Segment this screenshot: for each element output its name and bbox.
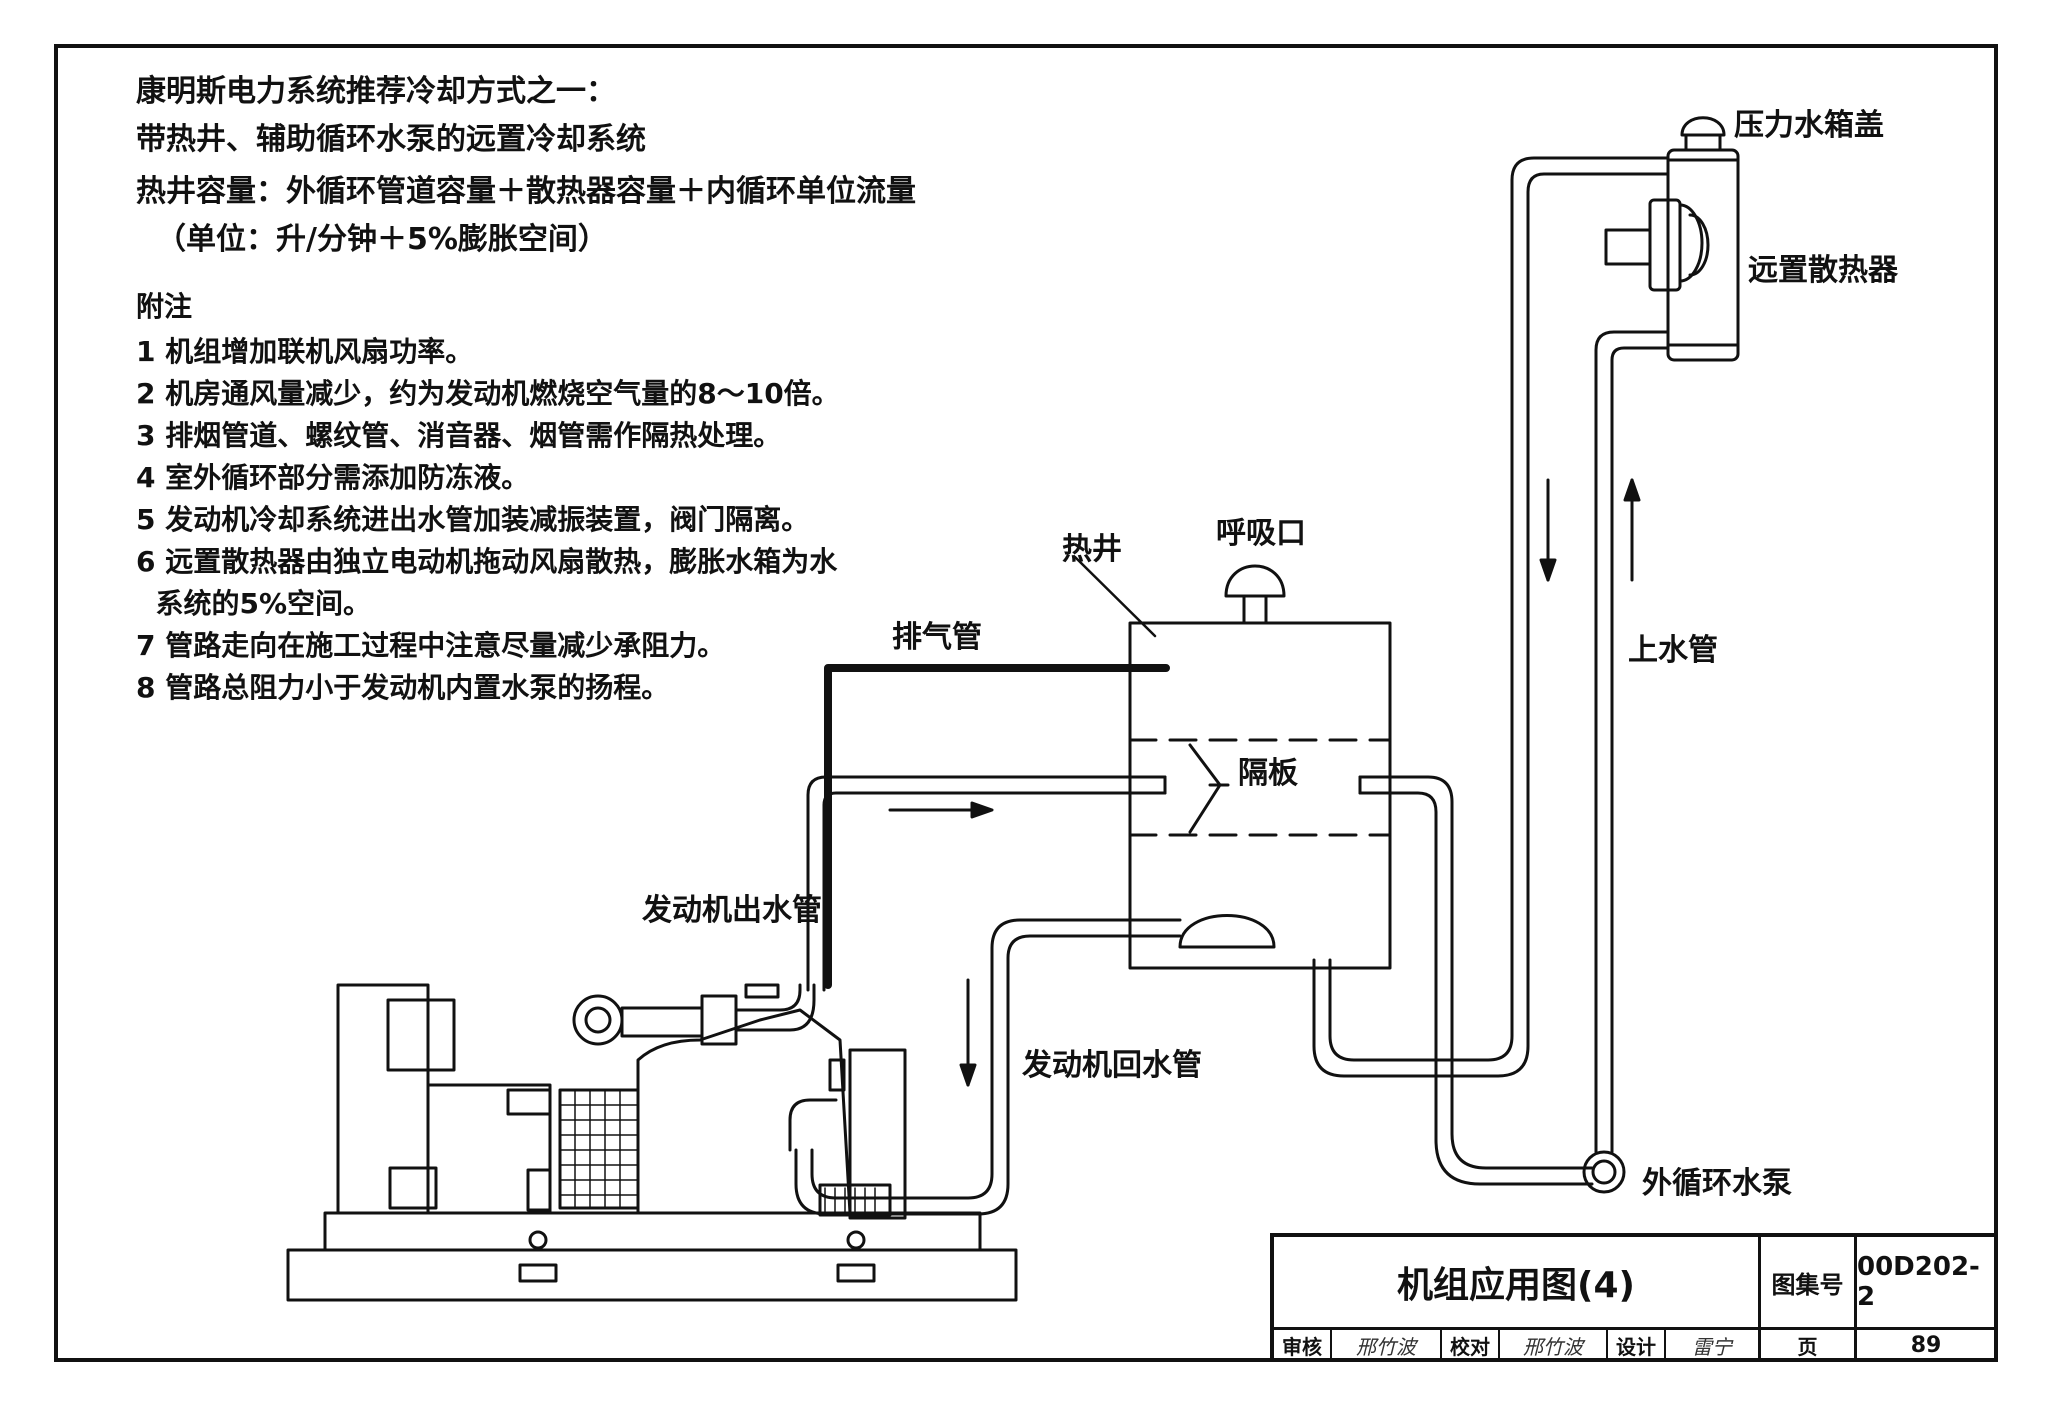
note-item: 6 远置散热器由独立电动机拖动风扇散热，膨胀水箱为水	[136, 545, 838, 578]
review-label: 审核	[1274, 1330, 1332, 1360]
atlas-label: 图集号	[1761, 1237, 1857, 1327]
note-item: 3 排烟管道、螺纹管、消音器、烟管需作隔热处理。	[136, 419, 782, 452]
hot-well-tank	[1128, 621, 1392, 970]
label-pressure-cap: 压力水箱盖	[1734, 108, 1884, 143]
review-signature: 邢竹波	[1332, 1330, 1442, 1360]
note-item: 2 机房通风量减少，约为发动机燃烧空气量的8～10倍。	[136, 377, 840, 410]
note-item: 1 机组增加联机风扇功率。	[136, 335, 474, 368]
label-hot-well: 热井	[1062, 532, 1122, 567]
label-breather: 呼吸口	[1216, 516, 1306, 551]
notes-title: 附注	[136, 290, 193, 323]
header-line-4: （单位：升/分钟＋5%膨胀空间）	[156, 222, 608, 257]
page-number: 89	[1910, 1332, 1942, 1358]
page-label: 页	[1761, 1330, 1857, 1360]
breather-icon	[1224, 564, 1286, 625]
note-item: 8 管路总阻力小于发动机内置水泵的扬程。	[136, 671, 670, 704]
note-item: 系统的5%空间。	[136, 587, 372, 620]
remote-radiator	[1604, 148, 1740, 362]
hot-well-leader	[1073, 555, 1157, 638]
title-block-divider	[1274, 1327, 1995, 1330]
drawing-title: 机组应用图(4)	[1274, 1237, 1761, 1327]
engine-outlet-pipe	[806, 775, 1167, 992]
pressure-cap-icon	[1680, 116, 1726, 152]
check-signature: 邢竹波	[1500, 1330, 1608, 1360]
design-label: 设计	[1608, 1330, 1666, 1360]
header-line-3: 热井容量：外循环管道容量＋散热器容量＋内循环单位流量	[136, 174, 916, 209]
external-pump-icon	[1582, 1150, 1626, 1194]
header-line-2: 带热井、辅助循环水泵的远置冷却系统	[136, 122, 646, 157]
design-signature: 雷宁	[1666, 1330, 1761, 1360]
drawing-frame	[54, 44, 1998, 1362]
label-supply-pipe: 上水管	[1628, 633, 1718, 668]
hot-well-return-dome	[1178, 914, 1276, 949]
engine-return-pipe	[788, 918, 1182, 1216]
label-engine-return: 发动机回水管	[1022, 1048, 1202, 1083]
generator-set	[286, 983, 1018, 1302]
label-baffle: 隔板	[1238, 756, 1298, 791]
label-engine-outlet: 发动机出水管	[642, 893, 822, 928]
label-exhaust-pipe: 排气管	[892, 620, 982, 655]
atlas-number: 00D202-2	[1857, 1252, 1980, 1312]
exhaust-pipe	[824, 664, 1170, 989]
check-label: 校对	[1442, 1330, 1500, 1360]
supply-pipe	[1594, 330, 1670, 1154]
title-block: 机组应用图(4) 图集号 00D202-2 审核 邢竹波 校对 邢竹波 设计 雷…	[1270, 1233, 1995, 1360]
note-item: 5 发动机冷却系统进出水管加装减振装置，阀门隔离。	[136, 503, 810, 536]
radiator-return-pipe	[1312, 156, 1670, 1078]
note-item: 4 室外循环部分需添加防冻液。	[136, 461, 530, 494]
label-remote-radiator: 远置散热器	[1748, 253, 1898, 288]
label-external-pump: 外循环水泵	[1642, 1166, 1792, 1201]
note-item: 7 管路走向在施工过程中注意尽量减少承阻力。	[136, 629, 726, 662]
header-line-1: 康明斯电力系统推荐冷却方式之一：	[136, 74, 616, 109]
tank-to-pump-pipe	[1358, 775, 1594, 1186]
